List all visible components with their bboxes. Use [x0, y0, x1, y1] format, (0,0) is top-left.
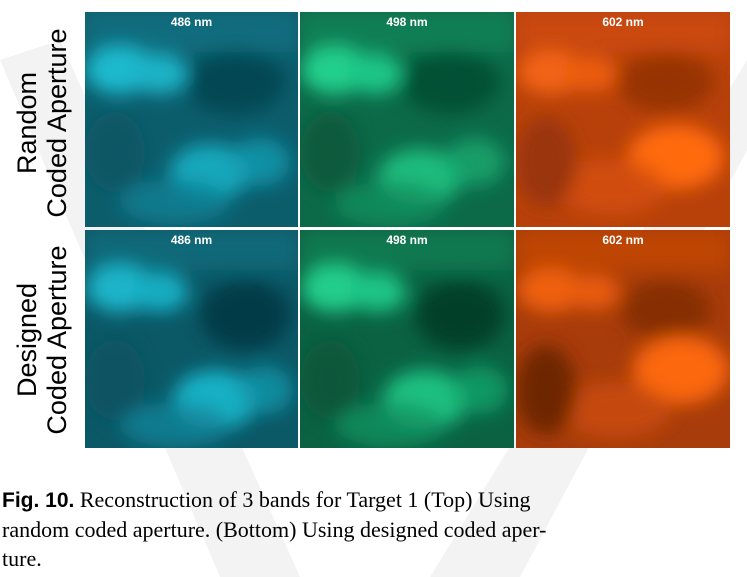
band-image — [300, 12, 514, 227]
figure: Random Coded Aperture Designed Coded Ape… — [12, 12, 730, 448]
row-label-designed: Designed Coded Aperture — [12, 235, 82, 445]
panel-designed-602: 602 nm — [516, 230, 730, 448]
band-image — [85, 230, 298, 448]
band-image — [516, 12, 730, 227]
band-label: 498 nm — [386, 233, 428, 247]
panel-random-602: 602 nm — [516, 12, 730, 227]
band-label: 602 nm — [602, 15, 644, 29]
caption-line-1: Reconstruction of 3 bands for Target 1 (… — [79, 487, 531, 512]
band-label: 602 nm — [602, 233, 644, 247]
band-label: 486 nm — [170, 233, 213, 247]
panel-designed-498: 498 nm — [300, 230, 514, 448]
band-image — [300, 230, 514, 448]
band-label: 498 nm — [386, 15, 428, 29]
row-label-random: Random Coded Aperture — [12, 18, 82, 228]
band-image — [85, 12, 298, 227]
row-label-line-1: Designed — [12, 282, 42, 398]
row-label-line-2: Coded Aperture — [42, 245, 72, 435]
band-label: 486 nm — [170, 15, 213, 29]
figure-caption: Fig. 10. Reconstruction of 3 bands for T… — [2, 485, 742, 573]
caption-line-2: random coded aperture. (Bottom) Using de… — [2, 517, 547, 542]
row-label-line-2: Coded Aperture — [42, 28, 72, 218]
panel-random-498: 498 nm — [300, 12, 514, 227]
row-label-line-1: Random — [12, 71, 42, 175]
caption-line-3: ture. — [2, 546, 42, 571]
panel-random-486: 486 nm — [85, 12, 298, 227]
caption-figure-number: Fig. 10. — [2, 489, 75, 512]
panel-designed-486: 486 nm — [85, 230, 298, 448]
band-image — [516, 230, 730, 448]
